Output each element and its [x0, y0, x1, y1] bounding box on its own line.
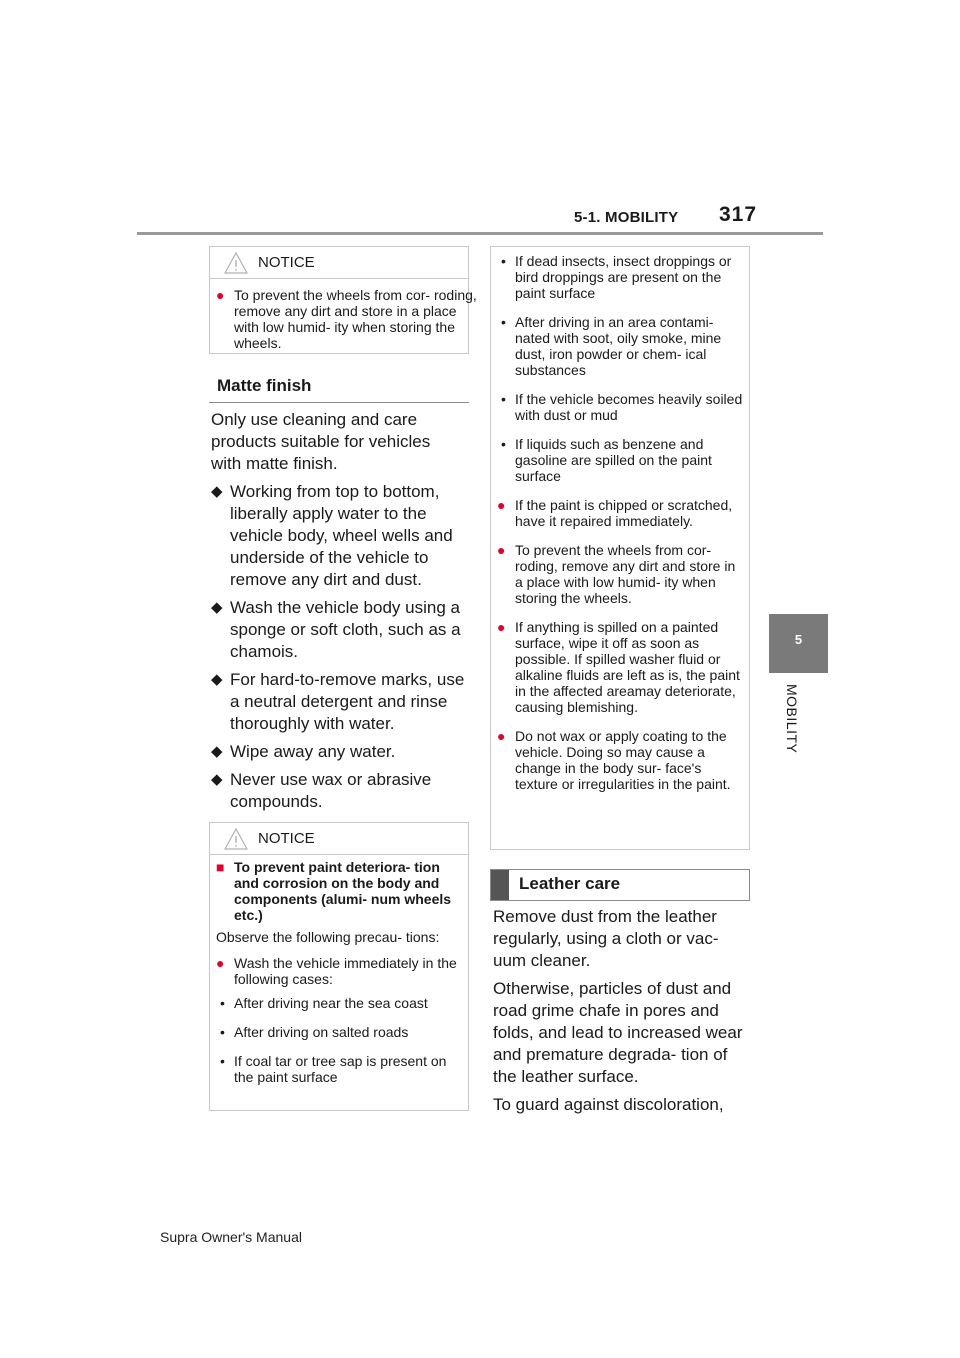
list-item-text: Never use wax or abrasive compounds. — [230, 770, 432, 811]
square-bullet-icon: ■ — [216, 859, 225, 875]
chapter-tab-number: 5 — [794, 632, 803, 647]
page-number: 317 — [719, 203, 758, 226]
paragraph: To guard against discoloration, — [493, 1095, 724, 1114]
list-item: ◆ Wipe away any water. — [211, 741, 466, 763]
dot-marker: • — [501, 391, 506, 407]
notice-subheading-text: To prevent paint deteriora- tion and cor… — [234, 859, 452, 923]
notice-intro: Observe the following precau- tions: — [216, 929, 440, 945]
chapter-tab[interactable]: 5 — [769, 614, 828, 673]
chapter-side-label: MOBILITY — [784, 684, 800, 754]
bullet-dot-icon: ● — [216, 955, 225, 971]
dot-marker: • — [501, 314, 506, 330]
leather-body: Remove dust from the leather regularly, … — [493, 906, 748, 1116]
diamond-icon: ◆ — [211, 599, 223, 616]
notice-box-bottom: NOTICE ■ To prevent paint deteriora- tio… — [209, 822, 469, 1111]
case-item-text: After driving in an area contami- nated … — [515, 314, 722, 378]
list-item: ◆ Never use wax or abrasive compounds. — [211, 769, 466, 813]
notice-item-text: If anything is spilled on a painted surf… — [515, 619, 740, 715]
warning-triangle-icon — [224, 252, 248, 274]
case-item-text: If dead insects, insect droppings or bir… — [515, 253, 732, 301]
section-heading: Matte finish — [217, 376, 312, 395]
bullet-dot-icon: ● — [216, 287, 225, 303]
case-item-text: After driving on salted roads — [234, 1024, 409, 1040]
diamond-icon: ◆ — [211, 483, 223, 500]
notice-item-text: To prevent the wheels from cor- roding, … — [515, 542, 736, 606]
notice-item: ● Wash the vehicle immediately in the fo… — [216, 955, 462, 987]
bullet-dot-icon: ● — [497, 619, 506, 635]
case-item-text: If liquids such as benzene and gasoline … — [515, 436, 712, 484]
section-heading: Leather care — [519, 874, 621, 893]
notice-label: NOTICE — [258, 830, 315, 847]
notice-item: ● If anything is spilled on a painted su… — [497, 619, 743, 715]
bullet-dot-icon: ● — [497, 728, 506, 744]
bullet-dot-icon: ● — [497, 497, 506, 513]
case-item: • If liquids such as benzene and gasolin… — [497, 436, 743, 484]
matte-steps-list: ◆ Working from top to bottom, liberally … — [211, 481, 466, 813]
notice-body: • If dead insects, insect droppings or b… — [497, 253, 743, 792]
notice-label: NOTICE — [258, 254, 315, 271]
list-item: ◆ For hard-to-remove marks, use a neutra… — [211, 669, 466, 735]
warning-triangle-icon — [224, 828, 248, 850]
list-item: ◆ Working from top to bottom, liberally … — [211, 481, 466, 591]
matte-finish-heading: Matte finish — [209, 366, 469, 403]
paragraph: Otherwise, particles of dust and road gr… — [493, 979, 743, 1086]
notice-body: ■ To prevent paint deteriora- tion and c… — [216, 859, 462, 1085]
diamond-icon: ◆ — [211, 671, 223, 688]
manual-title: Supra Owner's Manual — [160, 1229, 302, 1245]
notice-box-top: NOTICE ● To prevent the wheels from cor-… — [209, 246, 477, 354]
section-title: 5-1. MOBILITY — [574, 209, 679, 226]
notice-item: ● Do not wax or apply coating to the veh… — [497, 728, 743, 792]
notice-item: ● If the paint is chipped or scratched, … — [497, 497, 743, 529]
notice-item-text: Do not wax or apply coating to the vehic… — [515, 728, 731, 792]
matte-intro: Only use cleaning and care products suit… — [211, 410, 431, 473]
case-item-text: If the vehicle becomes heavily soiled wi… — [515, 391, 743, 423]
notice-box-continued: • If dead insects, insect droppings or b… — [490, 246, 750, 850]
leather-care-heading: Leather care — [490, 869, 750, 901]
paragraph: Remove dust from the leather regularly, … — [493, 907, 719, 970]
list-item-text: Wipe away any water. — [230, 742, 396, 761]
case-item: • If the vehicle becomes heavily soiled … — [497, 391, 743, 423]
notice-subheading: ■ To prevent paint deteriora- tion and c… — [216, 859, 462, 923]
list-item: ◆ Wash the vehicle body using a sponge o… — [211, 597, 466, 663]
notice-header: NOTICE — [210, 247, 468, 279]
list-item-text: Working from top to bottom, liberally ap… — [230, 482, 453, 589]
notice-item: ● To prevent the wheels from cor- roding… — [497, 542, 743, 606]
case-item: • After driving near the sea coast — [216, 995, 462, 1011]
case-item-text: After driving near the sea coast — [234, 995, 428, 1011]
bullet-dot-icon: ● — [497, 542, 506, 558]
diamond-icon: ◆ — [211, 743, 223, 760]
list-item-text: For hard-to-remove marks, use a neutral … — [230, 670, 465, 733]
case-item: • After driving in an area contami- nate… — [497, 314, 743, 378]
header-rule — [137, 232, 823, 235]
notice-item-text: If the paint is chipped or scratched, ha… — [515, 497, 733, 529]
diamond-icon: ◆ — [211, 771, 223, 788]
dot-marker: • — [220, 1053, 225, 1069]
notice-item-text: Wash the vehicle immediately in the foll… — [234, 955, 457, 987]
dot-marker: • — [501, 253, 506, 269]
dot-marker: • — [220, 995, 225, 1011]
notice-item-text: To prevent the wheels from cor- roding, … — [234, 287, 477, 351]
case-item: • If dead insects, insect droppings or b… — [497, 253, 743, 301]
dot-marker: • — [501, 436, 506, 452]
list-item-text: Wash the vehicle body using a sponge or … — [230, 598, 461, 661]
notice-item: ● To prevent the wheels from cor- roding… — [216, 287, 478, 351]
case-item-text: If coal tar or tree sap is present on th… — [234, 1053, 447, 1085]
case-item: • After driving on salted roads — [216, 1024, 462, 1040]
dot-marker: • — [220, 1024, 225, 1040]
heading-block — [491, 870, 509, 900]
case-item: • If coal tar or tree sap is present on … — [216, 1053, 462, 1085]
notice-header: NOTICE — [210, 823, 468, 855]
